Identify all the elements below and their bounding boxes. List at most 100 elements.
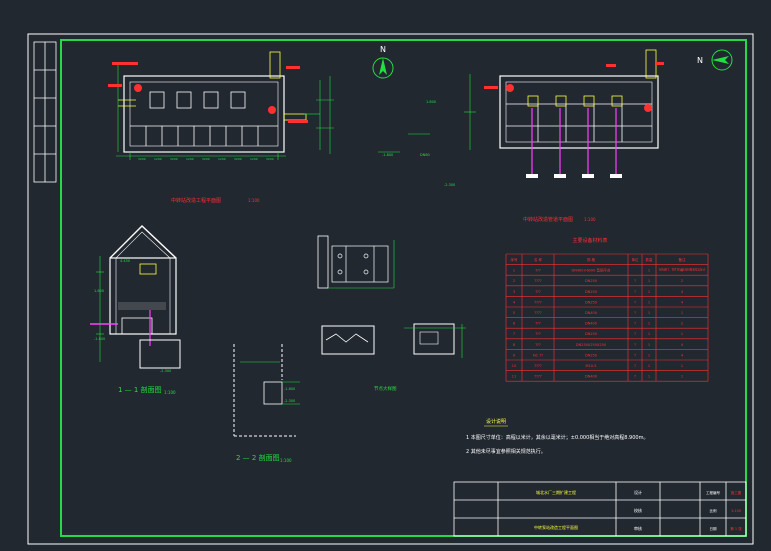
title-block-scale-val: 1:100 (731, 509, 741, 513)
table-header-cell: 数量 (646, 257, 654, 262)
table-cell: 4 (681, 343, 684, 347)
table-cell: DN400 (585, 322, 597, 326)
table-header-cell: 备注 (679, 257, 687, 262)
table-cell: 8 (513, 343, 515, 347)
plan-dim-6: 1200 (218, 157, 226, 161)
equipment-table-grid (505, 253, 709, 382)
table-cell: ??? (535, 290, 541, 294)
title-block: 城北水厂三期扩建工程 中转泵站改造工程平面图 设计 校核 审核 工程编号 比例 … (453, 481, 747, 537)
title-block-reviewer: 审核 (634, 525, 642, 531)
table-cell: 4 (513, 300, 516, 304)
table-cell: 6 (513, 322, 515, 326)
table-cell: 10 (512, 364, 516, 368)
table-cell: 4 (681, 353, 684, 357)
node-details: 节点大样图 (321, 323, 466, 392)
table-cell: DN250 (585, 353, 597, 357)
table-cell: 7 (513, 332, 515, 336)
table-cell: ? (634, 364, 636, 368)
table-cell: 3 (513, 290, 515, 294)
table-cell: DN250 (585, 290, 597, 294)
table-cell: 1 (648, 290, 650, 294)
plan-view-title: 中转站改造工程平面图 (171, 197, 221, 204)
table-cell: 1 (648, 269, 650, 273)
notes-line-2: 2 其他未尽事宜参照相关规范执行。 (466, 448, 546, 455)
section-1-title: 1 — 1 剖面图 (118, 385, 162, 394)
inner-frame (60, 39, 747, 537)
table-cell: 1 (681, 332, 683, 336)
table-cell: 1 (648, 279, 650, 283)
table-header-cell: 名 称 (534, 257, 543, 262)
table-cell: ? (634, 300, 636, 304)
table-cell: 1 (648, 322, 650, 326)
table-cell: ???? (534, 279, 542, 283)
table-cell: 2 (513, 279, 515, 283)
plan-dim-2: 1200 (154, 157, 162, 161)
pipe-elev-a: 1.800 (426, 100, 436, 104)
table-cell: M10-5 (586, 364, 597, 368)
equipment-table: 主要设备材料表 序号名 称规 格单位数量备注1???DN400×6000 型钢平… (505, 237, 709, 382)
table-cell: 1 (648, 364, 650, 368)
table-cell: DN400 (585, 311, 597, 315)
table-cell: 1 (681, 364, 683, 368)
table-cell: ??? (535, 322, 541, 326)
side-dim-column (304, 76, 334, 154)
plan-view-scale: 1:100 (248, 198, 260, 203)
section-1-elev-2: 1.800 (94, 289, 104, 293)
table-header-cell: 序号 (511, 257, 519, 262)
design-notes: 设计说明 1 本图尺寸单位：高程以米计，其余以毫米计；±0.000相当于绝对高程… (466, 418, 648, 455)
table-cell: 1 (648, 343, 650, 347)
pipe-view: 1.800 -1.800 DN80 -2.300 中转站改造管道平面图 1:10… (378, 49, 664, 223)
plan-dim-4: 1200 (186, 157, 194, 161)
notes-line-1: 1 本图尺寸单位：高程以米计，其余以毫米计；±0.000相当于绝对高程8.900… (466, 434, 648, 441)
north-arrow-left: N (372, 45, 394, 79)
table-cell: NC ?? (533, 353, 543, 357)
table-cell: 9 (513, 353, 515, 357)
table-cell: 11 (512, 375, 516, 379)
table-cell: ? (634, 343, 636, 347)
detail-label: 节点大样图 (374, 385, 397, 392)
table-cell: ? (634, 375, 636, 379)
table-cell: ???? (534, 364, 542, 368)
table-cell: 4 (681, 300, 684, 304)
pipe-elev-c: -2.300 (444, 183, 455, 187)
table-cell: ???? (534, 375, 542, 379)
table-cell: 2 (681, 279, 683, 283)
table-cell: 1 (648, 311, 650, 315)
title-block-drawing-no: 工程编号 (706, 490, 720, 495)
table-cell: DN250 (585, 279, 597, 283)
table-cell: 1 (648, 375, 650, 379)
plan-view: 3200 1200 3200 1200 3200 1200 3200 1200 … (108, 51, 308, 204)
title-block-scale-cell: 比例 (710, 508, 718, 513)
plan-dim-3: 3200 (170, 157, 178, 161)
table-cell: ? (634, 353, 636, 357)
section-2-scale: 1:100 (280, 458, 292, 463)
table-cell: 1 (681, 375, 683, 379)
table-cell: ? (634, 322, 636, 326)
table-cell: ? (634, 290, 636, 294)
title-block-designer: 设计 (634, 489, 642, 495)
section-1-1: 4.450 1.800 -1.800 -2.300 1 — 1 剖面图 1:10… (90, 225, 181, 395)
pipe-view-scale: 1:100 (584, 217, 596, 222)
table-cell: ???? (534, 300, 542, 304)
table-cell: DN400×6000 型钢平台 (572, 268, 611, 273)
table-cell: 1 (681, 311, 683, 315)
north-label-right: N (697, 56, 703, 65)
section-2-elev-2: -2.300 (284, 399, 295, 403)
title-block-checker: 校核 (634, 507, 642, 513)
table-header-cell: 单位 (632, 257, 640, 262)
pipe-code: DN80 (420, 153, 430, 157)
table-cell: ??? (535, 269, 541, 273)
section-2-elev-1: -1.800 (284, 387, 295, 391)
table-cell: 1 (648, 300, 650, 304)
table-cell: DN400 (585, 375, 597, 379)
table-cell: 1 (648, 332, 650, 336)
section-1-elev-1: 4.450 (120, 259, 130, 263)
table-cell: ? (634, 279, 636, 283)
plan-dims: 3200 1200 3200 1200 3200 1200 3200 1200 … (138, 157, 274, 161)
table-cell: ? (634, 332, 636, 336)
table-cell: DN250 (585, 332, 597, 336)
table-cell: 4 (681, 290, 684, 294)
section-1-elev-4: -2.300 (160, 369, 171, 373)
